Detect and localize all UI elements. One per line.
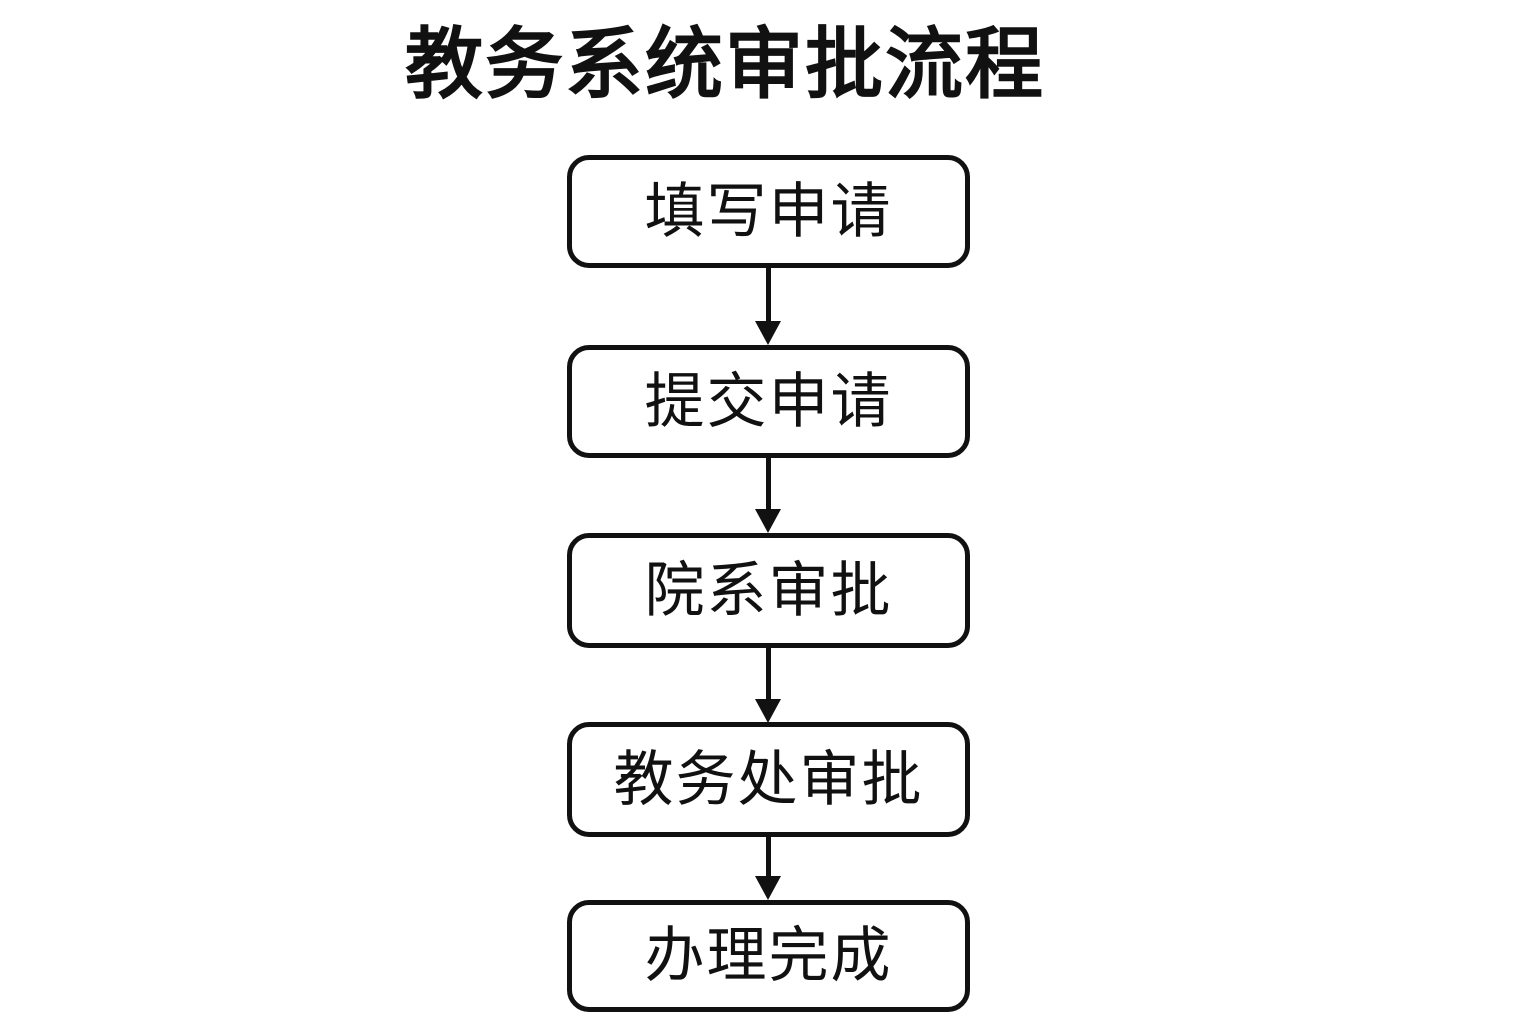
connector-line-3: [766, 648, 771, 701]
connector-line-2: [766, 458, 771, 514]
down-arrow-icon-1: [755, 321, 781, 345]
down-arrow-icon-3: [755, 699, 781, 723]
flow-node-submit-application[interactable]: 提交申请: [567, 345, 970, 458]
flow-node-label: 填写申请: [644, 176, 893, 247]
connector-line-1: [766, 268, 771, 323]
connector-line-4: [766, 837, 771, 879]
flow-node-fill-application[interactable]: 填写申请: [567, 155, 970, 268]
flow-node-department-approval[interactable]: 院系审批: [567, 533, 970, 648]
down-arrow-icon-2: [755, 509, 781, 533]
down-arrow-icon-4: [755, 876, 781, 900]
flow-node-label: 教务处审批: [613, 744, 924, 815]
flow-node-label: 办理完成: [644, 921, 893, 991]
flow-node-processing-complete[interactable]: 办理完成: [567, 900, 970, 1012]
flow-node-label: 院系审批: [644, 555, 893, 626]
page-title: 教务系统审批流程: [404, 20, 1045, 108]
flow-node-academic-office-approval[interactable]: 教务处审批: [567, 722, 970, 837]
flow-node-label: 提交申请: [644, 366, 893, 437]
